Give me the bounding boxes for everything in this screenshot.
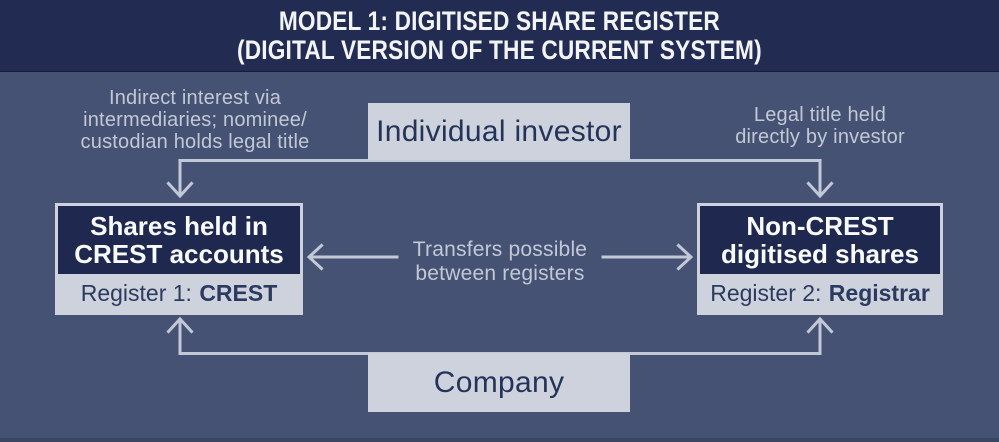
noncrest-title-line-1: Non-CREST [746, 211, 894, 241]
note-line: custodian holds legal title [80, 131, 310, 153]
note-line: Indirect interest via [108, 87, 282, 109]
noncrest-title-line-2: digitised shares [721, 239, 919, 269]
individual-investor-label: Individual investor [376, 114, 622, 148]
note-line: between registers [415, 262, 585, 285]
title-line-2: (DIGITAL VERSION OF THE CURRENT SYSTEM) [237, 34, 762, 65]
arrow-transfer-right-icon [601, 243, 694, 271]
note-line: directly by investor [735, 126, 905, 148]
crest-register-box: Shares held in CREST accounts Register 1… [55, 203, 303, 315]
bottom-edge-strip [0, 438, 999, 442]
noncrest-box-title: Non-CREST digitised shares [700, 206, 940, 274]
noncrest-register-label: Register 2: Registrar [700, 274, 940, 312]
crest-box-title: Shares held in CREST accounts [58, 206, 300, 274]
arrow-investor-to-crest-icon [166, 159, 194, 199]
note-transfers: Transfers possible between registers [385, 238, 615, 286]
note-line: intermediaries; nominee/ [83, 109, 307, 131]
arrow-company-to-noncrest-icon [806, 316, 834, 355]
crest-register-label: Register 1: CREST [58, 274, 300, 312]
crest-register-prefix: Register 1: [80, 279, 192, 306]
noncrest-register-box: Non-CREST digitised shares Register 2: R… [697, 203, 943, 315]
noncrest-register-prefix: Register 2: [710, 279, 822, 306]
arrow-transfer-left-icon [306, 243, 399, 271]
note-indirect-interest: Indirect interest via intermediaries; no… [30, 87, 360, 153]
note-legal-title: Legal title held directly by investor [700, 104, 940, 148]
crest-title-line-1: Shares held in [90, 211, 268, 241]
crest-register-name: CREST [199, 279, 278, 306]
company-label: Company [433, 365, 565, 399]
header-banner: MODEL 1: DIGITISED SHARE REGISTER (DIGIT… [0, 0, 999, 72]
diagram-title: MODEL 1: DIGITISED SHARE REGISTER (DIGIT… [237, 5, 762, 65]
arrow-company-to-crest-icon [166, 316, 194, 355]
crest-title-line-2: CREST accounts [74, 239, 284, 269]
company-box: Company [368, 353, 630, 412]
note-line: Transfers possible [412, 238, 588, 261]
individual-investor-box: Individual investor [368, 103, 630, 160]
noncrest-register-name: Registrar [828, 279, 930, 306]
note-line: Legal title held [753, 104, 887, 126]
title-line-1: MODEL 1: DIGITISED SHARE REGISTER [278, 5, 721, 36]
arrow-investor-to-noncrest-icon [806, 159, 834, 199]
